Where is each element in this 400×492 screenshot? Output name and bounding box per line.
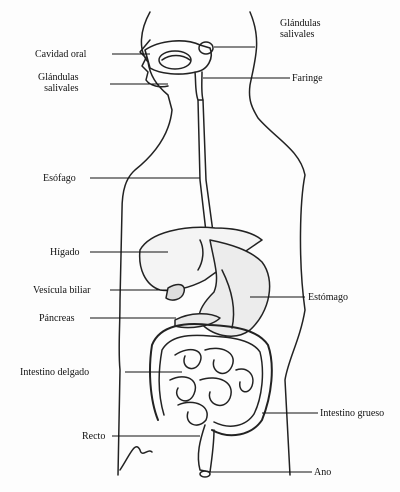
label-faringe: Faringe xyxy=(292,73,323,84)
label-intestino-grueso: Intestino grueso xyxy=(320,408,385,419)
label-pancreas: Páncreas xyxy=(39,313,75,324)
label-cavidad-oral: Cavidad oral xyxy=(35,49,87,60)
label-vesicula-biliar: Vesícula biliar xyxy=(33,285,91,296)
small-intestine xyxy=(169,347,254,426)
rectum xyxy=(197,424,215,473)
oral-cavity xyxy=(144,40,212,75)
anus xyxy=(199,470,211,478)
esophagus xyxy=(197,99,214,233)
label-intestino-delgado: Intestino delgado xyxy=(20,367,90,378)
label-estomago: Estómago xyxy=(308,292,348,303)
pharynx xyxy=(194,71,204,101)
large-intestine xyxy=(149,323,273,437)
label-higado: Hígado xyxy=(50,247,80,258)
label-glandulas-salivales-left: Glándulas salivales xyxy=(38,72,79,94)
label-glandulas-salivales-top: Glándulas salivales xyxy=(280,18,321,40)
label-recto: Recto xyxy=(82,431,106,442)
label-ano: Ano xyxy=(314,467,332,478)
stomach xyxy=(198,239,271,337)
label-esofago: Esófago xyxy=(43,173,76,184)
gallbladder xyxy=(165,283,186,301)
